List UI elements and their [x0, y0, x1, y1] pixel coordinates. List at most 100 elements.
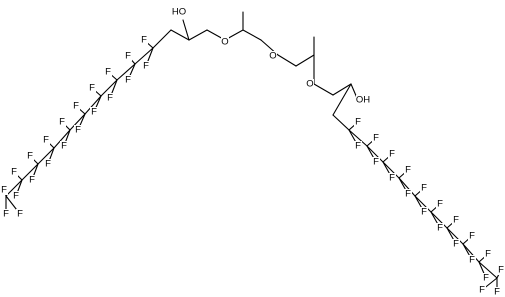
atom-label-bg — [493, 287, 501, 297]
fluorine-atom-label: F — [421, 207, 427, 218]
fluorine-atom-label: F — [469, 231, 475, 242]
atom-label-bg — [372, 157, 380, 167]
bond-r8-r9 — [446, 227, 464, 245]
atom-label-bg — [452, 239, 460, 249]
bond-l9-l10 — [21, 163, 39, 181]
fluorine-atom-label: F — [73, 101, 79, 112]
fluorine-atom-label: F — [373, 133, 379, 144]
atom-label-bg — [221, 37, 229, 47]
bond-l10-l11 — [5, 179, 23, 197]
hydroxyl-label: HO — [172, 7, 186, 18]
bond-l2-l3 — [134, 47, 154, 65]
fluorine-atom-label: F — [13, 191, 19, 202]
bond-l1-l2 — [152, 29, 172, 49]
atom-label-bg — [142, 61, 150, 71]
atom-label-bg — [482, 273, 490, 283]
atom-label-bg — [0, 185, 8, 195]
atom-label-bg — [72, 101, 80, 111]
atom-label-bg — [388, 149, 396, 159]
atom-label-bg — [468, 255, 476, 265]
atom-label-bg — [484, 249, 492, 259]
bond-c7-c8 — [332, 83, 352, 96]
fluorine-atom-label: F — [453, 215, 459, 226]
fluorine-atom-label: F — [59, 117, 65, 128]
atom-label-bg — [497, 265, 505, 275]
fluorine-atom-label: F — [1, 185, 7, 196]
bond-l5-l6 — [84, 95, 102, 115]
hydroxyl-label: OH — [356, 95, 370, 106]
fluorine-atom-label: F — [61, 141, 67, 152]
fluorine-atom-label: F — [107, 93, 113, 104]
bond-r2-r3 — [348, 129, 368, 147]
atom-label-bg — [436, 223, 444, 233]
fluorine-atom-label: F — [143, 61, 149, 72]
fluorine-atom-label: F — [389, 173, 395, 184]
ether-oxygen-label: O — [306, 79, 313, 90]
atom-label-bg — [88, 83, 96, 93]
atom-label-bg — [269, 51, 277, 61]
atom-label-bg — [354, 141, 362, 151]
bond-c2-hydroxyl — [182, 19, 190, 41]
atom-label-bg — [478, 285, 486, 295]
bond-l1-c2 — [170, 29, 190, 41]
fluorine-atom-label: F — [405, 189, 411, 200]
ether-oxygen-label: O — [269, 51, 276, 62]
atom-label-bg — [354, 117, 362, 127]
fluorine-atom-label: F — [453, 239, 459, 250]
atom-label-bg — [28, 175, 36, 185]
atom-label-bg — [90, 107, 98, 117]
atom-label-bg — [26, 151, 34, 161]
fluorine-atom-label: F — [125, 75, 131, 86]
atom-label-bg — [42, 135, 50, 145]
fluorine-atom-label: F — [498, 265, 504, 276]
bond-l3-l4 — [116, 63, 136, 81]
fluorine-atom-label: F — [479, 285, 485, 296]
atom-label-bg — [60, 141, 68, 151]
bond-r5-r6 — [398, 177, 416, 197]
bond-r4-r5 — [382, 161, 400, 179]
bond-c5-c6 — [295, 54, 315, 67]
bond-r9-r10 — [462, 243, 480, 263]
fluorine-atom-label: F — [494, 287, 500, 297]
bond-r10-r11 — [478, 261, 498, 279]
fluorine-atom-label: F — [105, 67, 111, 78]
atom-label-bg — [404, 189, 412, 199]
fluorine-atom-label: F — [17, 209, 23, 220]
fluorine-atom-label: F — [29, 175, 35, 186]
fluorine-atom-label: F — [405, 165, 411, 176]
ether-oxygen-label: O — [221, 37, 228, 48]
fluorine-atom-label: F — [485, 249, 491, 260]
atom-label-bg — [12, 191, 20, 201]
atom-label-bg — [372, 133, 380, 143]
atom-label-bg — [58, 117, 66, 127]
atom-label-bg — [106, 93, 114, 103]
atom-label-bg — [306, 79, 314, 89]
fluorine-atom-label: F — [141, 35, 147, 46]
atom-label-bg — [420, 207, 428, 217]
atom-label-bg — [436, 199, 444, 209]
bond-r1-r2 — [332, 114, 350, 131]
fluorine-atom-label: F — [373, 157, 379, 168]
fluorine-atom-label: F — [91, 107, 97, 118]
atom-label-bg — [468, 231, 476, 241]
atom-label-bg — [2, 209, 10, 219]
atom-label-bg — [104, 67, 112, 77]
atom-label-bg — [74, 125, 82, 135]
atom-label-bg — [452, 215, 460, 225]
fluorine-atom-label: F — [355, 117, 361, 128]
bond-layer — [3, 11, 502, 293]
fluorine-atom-label: F — [469, 255, 475, 266]
fluorine-atom-label: F — [45, 159, 51, 170]
bond-r6-r7 — [414, 195, 432, 213]
fluorine-atom-label: F — [421, 183, 427, 194]
atom-label-bg — [44, 159, 52, 169]
fluorine-atom-label: F — [483, 273, 489, 284]
atom-label-bg — [404, 165, 412, 175]
fluorine-atom-label: F — [355, 141, 361, 152]
atom-label-bg — [16, 209, 24, 219]
bond-c2-c1 — [188, 29, 208, 41]
bond-l6-l7 — [69, 113, 86, 131]
